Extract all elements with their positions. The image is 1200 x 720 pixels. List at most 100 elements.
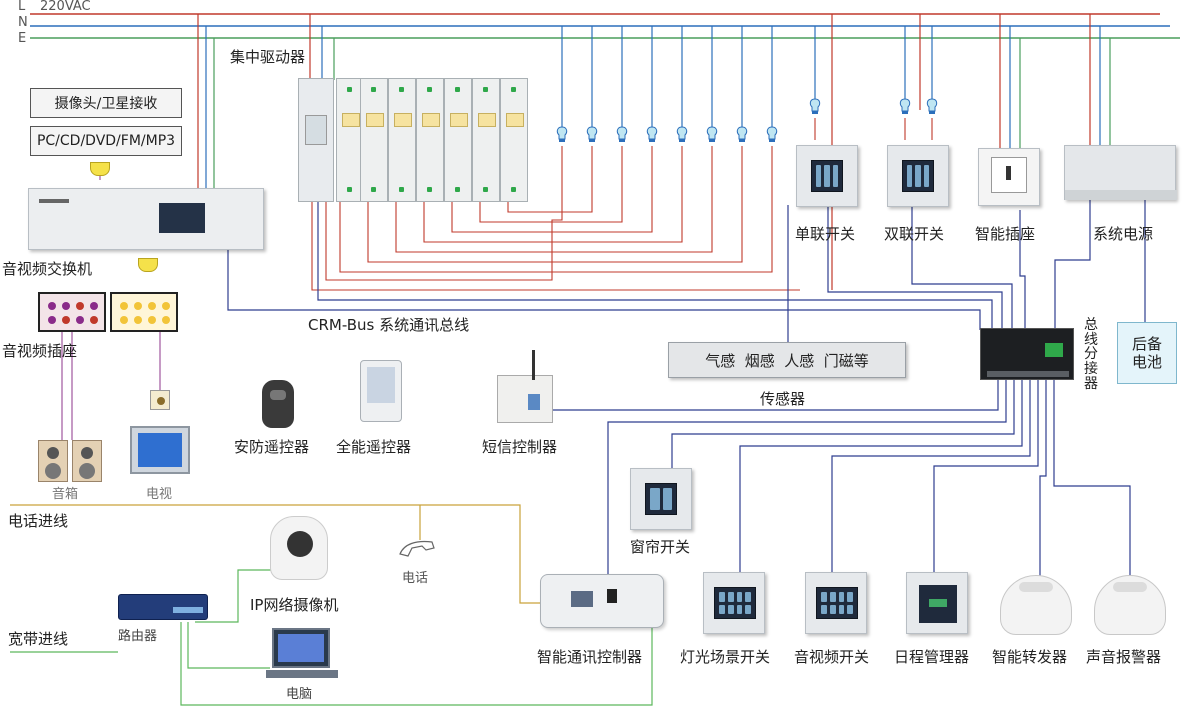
curtain-switch-label: 窗帘开关 xyxy=(630,538,691,556)
tv-jack-port xyxy=(157,397,165,405)
router-label: 路由器 xyxy=(118,629,158,644)
schedule-manager-device xyxy=(906,572,968,634)
camera-satellite-box: 摄像头/卫星接收 xyxy=(30,88,182,118)
av-switch-label: 音视频开关 xyxy=(794,648,870,666)
single-switch-device xyxy=(796,145,858,207)
tv-label: 电视 xyxy=(146,487,173,502)
broadband-label: 宽带进线 xyxy=(8,630,69,648)
bus-splitter-label: 总线分接器 xyxy=(1084,317,1098,392)
double-switch-keypad xyxy=(902,160,934,192)
driver-module-4 xyxy=(416,78,444,202)
light-bulb-icon xyxy=(556,126,568,142)
sms-controller-label: 短信控制器 xyxy=(482,438,558,456)
sensors-box: 气感 烟感 人感 门磁等 xyxy=(668,342,906,378)
av-output-indicator xyxy=(138,258,158,272)
speaker-left-woofer xyxy=(45,463,61,479)
ip-camera-label: IP网络摄像机 xyxy=(250,596,339,614)
av-socket-jacks xyxy=(48,302,98,324)
bus-splitter-device xyxy=(980,328,1074,380)
av-switcher-display xyxy=(159,203,205,233)
phone-label: 电话 xyxy=(402,571,429,586)
comm-controller-jack xyxy=(607,589,617,603)
speaker-left xyxy=(38,440,68,482)
speaker-label: 音箱 xyxy=(52,487,79,502)
sound-alarm-vent xyxy=(1113,582,1147,592)
light-bulb-icon xyxy=(616,126,628,142)
rail-e-label: E xyxy=(18,31,27,46)
input-indicator xyxy=(90,162,110,176)
single-switch-label: 单联开关 xyxy=(795,225,856,243)
central-driver-power-module xyxy=(298,78,334,202)
speaker-right xyxy=(72,440,102,482)
light-bulb-icon xyxy=(899,98,911,114)
router-device xyxy=(118,594,208,620)
driver-module-6 xyxy=(472,78,500,202)
tv-wall-jack xyxy=(150,390,170,410)
system-power-label: 系统电源 xyxy=(1093,225,1154,243)
speaker-right-woofer xyxy=(79,463,95,479)
sms-controller-device xyxy=(497,350,553,423)
light-scene-switch-label: 灯光场景开关 xyxy=(680,648,771,666)
smart-repeater-label: 智能转发器 xyxy=(992,648,1068,666)
central-driver-label: 集中驱动器 xyxy=(230,48,306,66)
av-switcher-label: 音视频交换机 xyxy=(2,260,93,278)
driver-module-1 xyxy=(336,78,364,202)
driver-module-3 xyxy=(388,78,416,202)
power-module-panel xyxy=(305,115,327,145)
light-bulb-icon xyxy=(586,126,598,142)
speaker-left-cone xyxy=(47,447,59,459)
laptop-device xyxy=(272,628,330,668)
system-power-terminals xyxy=(1065,190,1177,200)
backup-battery-label: 后备电池 xyxy=(1131,335,1162,371)
backup-battery-box: 后备电池 xyxy=(1117,322,1177,384)
rail-n-label: N xyxy=(18,15,28,30)
av-switch-device xyxy=(805,572,867,634)
ip-camera-device xyxy=(270,516,328,580)
universal-remote-screen xyxy=(367,367,395,403)
universal-remote-device xyxy=(360,360,402,422)
crm-bus-label: CRM-Bus 系统通讯总线 xyxy=(308,316,470,334)
curtain-switch-device xyxy=(630,468,692,530)
single-switch-keypad xyxy=(811,160,843,192)
light-bulb-icon xyxy=(706,126,718,142)
security-remote-button xyxy=(270,390,286,400)
bus-splitter-terminals xyxy=(987,371,1069,377)
av-switcher-logo xyxy=(39,199,69,203)
smart-comm-controller-label: 智能通讯控制器 xyxy=(537,648,643,666)
smart-comm-controller-device xyxy=(540,574,664,628)
socket-pin xyxy=(1006,166,1011,180)
smart-repeater-vent xyxy=(1019,582,1053,592)
power-rails xyxy=(30,13,1180,39)
double-switch-device xyxy=(887,145,949,207)
comm-controller-port xyxy=(571,591,593,607)
av-socket-label: 音视频插座 xyxy=(2,342,78,360)
universal-remote-label: 全能遥控器 xyxy=(336,438,412,456)
tv-screen xyxy=(138,433,182,467)
driver-module-2 xyxy=(360,78,388,202)
light-bulb-icon xyxy=(676,126,688,142)
phone-line-label: 电话进线 xyxy=(8,512,69,530)
telephone-icon xyxy=(399,540,435,557)
av-switcher-device xyxy=(28,188,264,250)
security-remote-device xyxy=(262,380,294,428)
voltage-label: 220VAC xyxy=(40,0,91,14)
double-switch-label: 双联开关 xyxy=(884,225,945,243)
security-remote-label: 安防遥控器 xyxy=(234,438,310,456)
driver-module-7 xyxy=(500,78,528,202)
light-bulb-icon xyxy=(646,126,658,142)
bus-splitter-status-led xyxy=(1045,343,1063,357)
smart-socket-label: 智能插座 xyxy=(975,225,1036,243)
computer-label: 电脑 xyxy=(286,687,313,702)
light-bulb-icon xyxy=(736,126,748,142)
av-socket-left xyxy=(38,292,106,332)
system-power-device xyxy=(1064,145,1177,200)
sensors-label: 传感器 xyxy=(760,390,806,408)
antenna-icon xyxy=(532,350,535,380)
schedule-manager-screen xyxy=(919,585,957,623)
light-scene-switch-device xyxy=(703,572,765,634)
av-socket-right xyxy=(110,292,178,332)
media-sources-box: PC/CD/DVD/FM/MP3 xyxy=(30,126,182,156)
schedule-manager-display xyxy=(929,599,947,607)
